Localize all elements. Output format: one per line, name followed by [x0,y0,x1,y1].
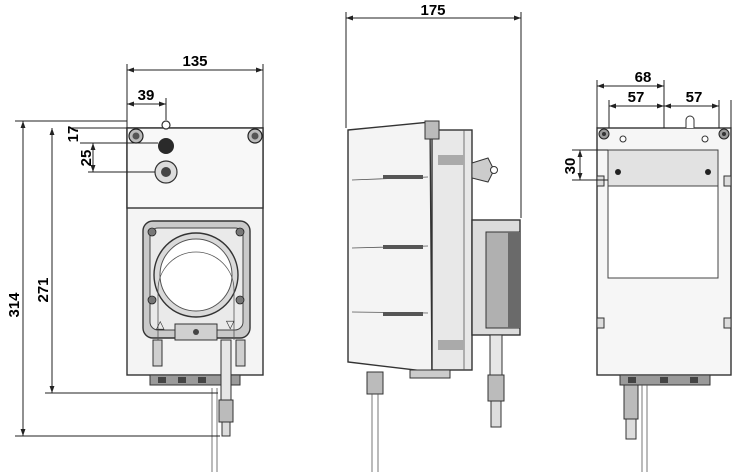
side-clip [424,120,440,140]
back-clip-tr [723,175,732,187]
front-outlet-barb [221,421,231,437]
side-slot-top [383,175,423,179]
dim-front-height-full: 314 [6,292,23,318]
pump-tube [157,251,235,340]
side-vent-top [438,155,464,165]
side-outlet-body [489,334,503,376]
side-view [347,120,521,472]
back-outlet-barb [625,418,637,440]
side-knob [471,157,495,183]
side-outlet-barb [490,400,502,428]
pump-rotor [159,238,233,312]
side-slot-low [383,312,423,316]
dim-back-hole-right: 57 [686,89,703,106]
side-dimensions: 175 [345,2,522,218]
dim-front-height-body: 271 [35,277,52,302]
pump-bracket-screw [193,329,199,335]
back-connector-a [628,377,636,383]
back-bracket-top [607,149,719,187]
front-lid [126,127,264,209]
side-slot-mid [383,245,423,249]
back-clip-br [723,317,732,329]
side-pump-head-shadow [508,232,520,328]
front-outlet-nut [218,399,234,423]
dim-side-depth: 175 [420,2,445,19]
back-connector-c [690,377,698,383]
back-clip-bl [596,317,605,329]
front-connector-a [158,377,166,383]
arrow-up-icon: △ [156,318,165,331]
back-outlet-nut [623,384,639,420]
pump-screw-tl [147,227,157,237]
dim-back-mount-offset: 30 [562,158,579,175]
side-outlet-nut [487,374,505,402]
front-view: △ ▽ [126,120,264,472]
back-hanger [685,115,695,128]
dim-front-width: 135 [182,53,207,70]
arrow-down-icon: ▽ [226,318,235,331]
side-inlet-nut [366,371,384,395]
back-screw-left [598,128,610,140]
back-hole-left [619,135,627,143]
side-vent-bottom [438,340,464,350]
dim-front-top-offset: 17 [65,126,82,143]
back-bracket-screw-left [615,169,621,175]
front-outlet-body [220,339,232,401]
front-dimensions: 135 39 17 25 314 271 [6,53,264,437]
front-fitting-left [152,339,163,367]
dim-back-hole-left: 57 [628,89,645,106]
front-knob [154,160,178,184]
front-fitting-right [235,339,246,367]
back-view [596,115,732,472]
back-label-panel [607,185,719,279]
dim-back-half-width: 68 [635,69,652,86]
back-dimensions: 68 57 57 30 [562,69,732,181]
back-bracket-screw-right [705,169,711,175]
back-clip-tl [596,175,605,187]
dim-front-knob-offset: 25 [78,150,95,167]
front-hole-top [158,138,174,154]
dim-front-hole-offset: 39 [138,87,155,104]
front-hanger [161,120,171,130]
side-knob-tip [490,166,498,174]
side-bottom-plate [409,369,451,379]
pump-screw-bl [147,295,157,305]
back-hole-right [701,135,709,143]
back-connector-b [660,377,668,383]
front-screw-right [247,128,263,144]
back-screw-right [718,128,730,140]
front-screw-left [128,128,144,144]
side-front-housing [431,129,473,371]
front-connector-b [178,377,186,383]
front-connector-strip [149,374,241,386]
pump-screw-br [235,295,245,305]
front-connector-c [198,377,206,383]
pump-screw-tr [235,227,245,237]
